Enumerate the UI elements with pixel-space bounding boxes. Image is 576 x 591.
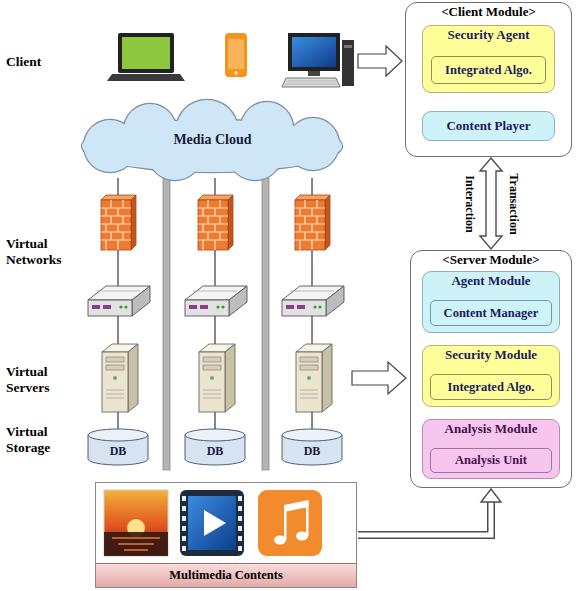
video-icon (180, 490, 244, 556)
hollow-arrow (358, 46, 402, 76)
firewall-icon (198, 195, 233, 250)
hollow-arrow (352, 362, 406, 394)
phone-icon (225, 33, 247, 77)
desktop-icon (282, 33, 354, 87)
node-label: Content Manager (444, 306, 539, 320)
media-cloud: Media Cloud (55, 98, 370, 182)
firewall-icon (295, 195, 330, 250)
node-label: Content Player (446, 119, 530, 134)
edge-side-label: Transaction (506, 173, 520, 234)
multimedia-box: Multimedia Contents (95, 482, 357, 588)
analysis-unit-box: Analysis Unit (430, 448, 552, 473)
edge-label: Interaction (462, 175, 476, 232)
security-agent-box: Security AgentIntegrated Algo. (422, 25, 555, 93)
label-holder: Transaction (506, 173, 520, 234)
router-icon (88, 286, 150, 316)
label-holder: Virtual Networks (6, 236, 80, 267)
interaction-arrow (480, 158, 502, 249)
server-icon (296, 344, 332, 412)
tier-label: Virtual Servers (6, 364, 80, 395)
database-cylinder: DB (184, 428, 246, 466)
node-label: Agent Module (451, 274, 530, 289)
node-label: <Server Module> (442, 253, 539, 268)
content-arrow (358, 489, 501, 535)
tier-label: Virtual Networks (6, 236, 80, 267)
server-icon (199, 344, 235, 412)
edge-label-holder: Interaction (462, 175, 476, 232)
tier-label: Client (6, 54, 41, 70)
module-box: <Server Module> Agent ModuleContent Manag… (410, 250, 572, 488)
label-holder: Virtual Storage (6, 424, 80, 455)
node-label: Integrated Algo. (448, 380, 535, 394)
node-label: <Client Module> (441, 5, 536, 20)
node-label: DB (207, 445, 224, 459)
node-label: Analysis Unit (455, 453, 527, 467)
content-manager-box: Content Manager (430, 300, 552, 326)
tier-label: Virtual Storage (6, 424, 80, 455)
algorithm-box: Integrated Algo. (431, 56, 546, 84)
firewall-icon (101, 195, 136, 250)
image-icon (104, 490, 168, 556)
server-icon (102, 344, 138, 412)
node-label: Security Module (445, 348, 537, 363)
node-label: DB (304, 445, 321, 459)
algorithm-box: Integrated Algo. (430, 374, 552, 400)
label-holder: Virtual Servers (6, 364, 80, 395)
band-label: Multimedia Contents (96, 563, 356, 587)
node-label: Analysis Module (445, 422, 538, 437)
agent-module-box: Agent ModuleContent Manager (422, 271, 560, 333)
security-module-box: Security ModuleIntegrated Algo. (422, 345, 560, 407)
node-label: DB (110, 445, 127, 459)
laptop-icon (107, 33, 185, 81)
node-label: Security Agent (448, 28, 530, 43)
music-icon (258, 490, 322, 556)
database-cylinder: DB (281, 428, 343, 466)
node-label: Media Cloud (173, 132, 251, 148)
router-icon (282, 286, 344, 316)
separator-bar (163, 178, 170, 470)
analysis-module-box: Analysis ModuleAnalysis Unit (422, 419, 560, 479)
separator-bar (262, 178, 269, 470)
module-box: <Client Module> Security AgentIntegrated … (405, 2, 572, 157)
database-cylinder: DB (87, 428, 149, 466)
label-holder: Client (6, 54, 41, 70)
node-label: Integrated Algo. (445, 63, 532, 77)
router-icon (185, 286, 247, 316)
content-player-box: Content Player (422, 111, 555, 141)
